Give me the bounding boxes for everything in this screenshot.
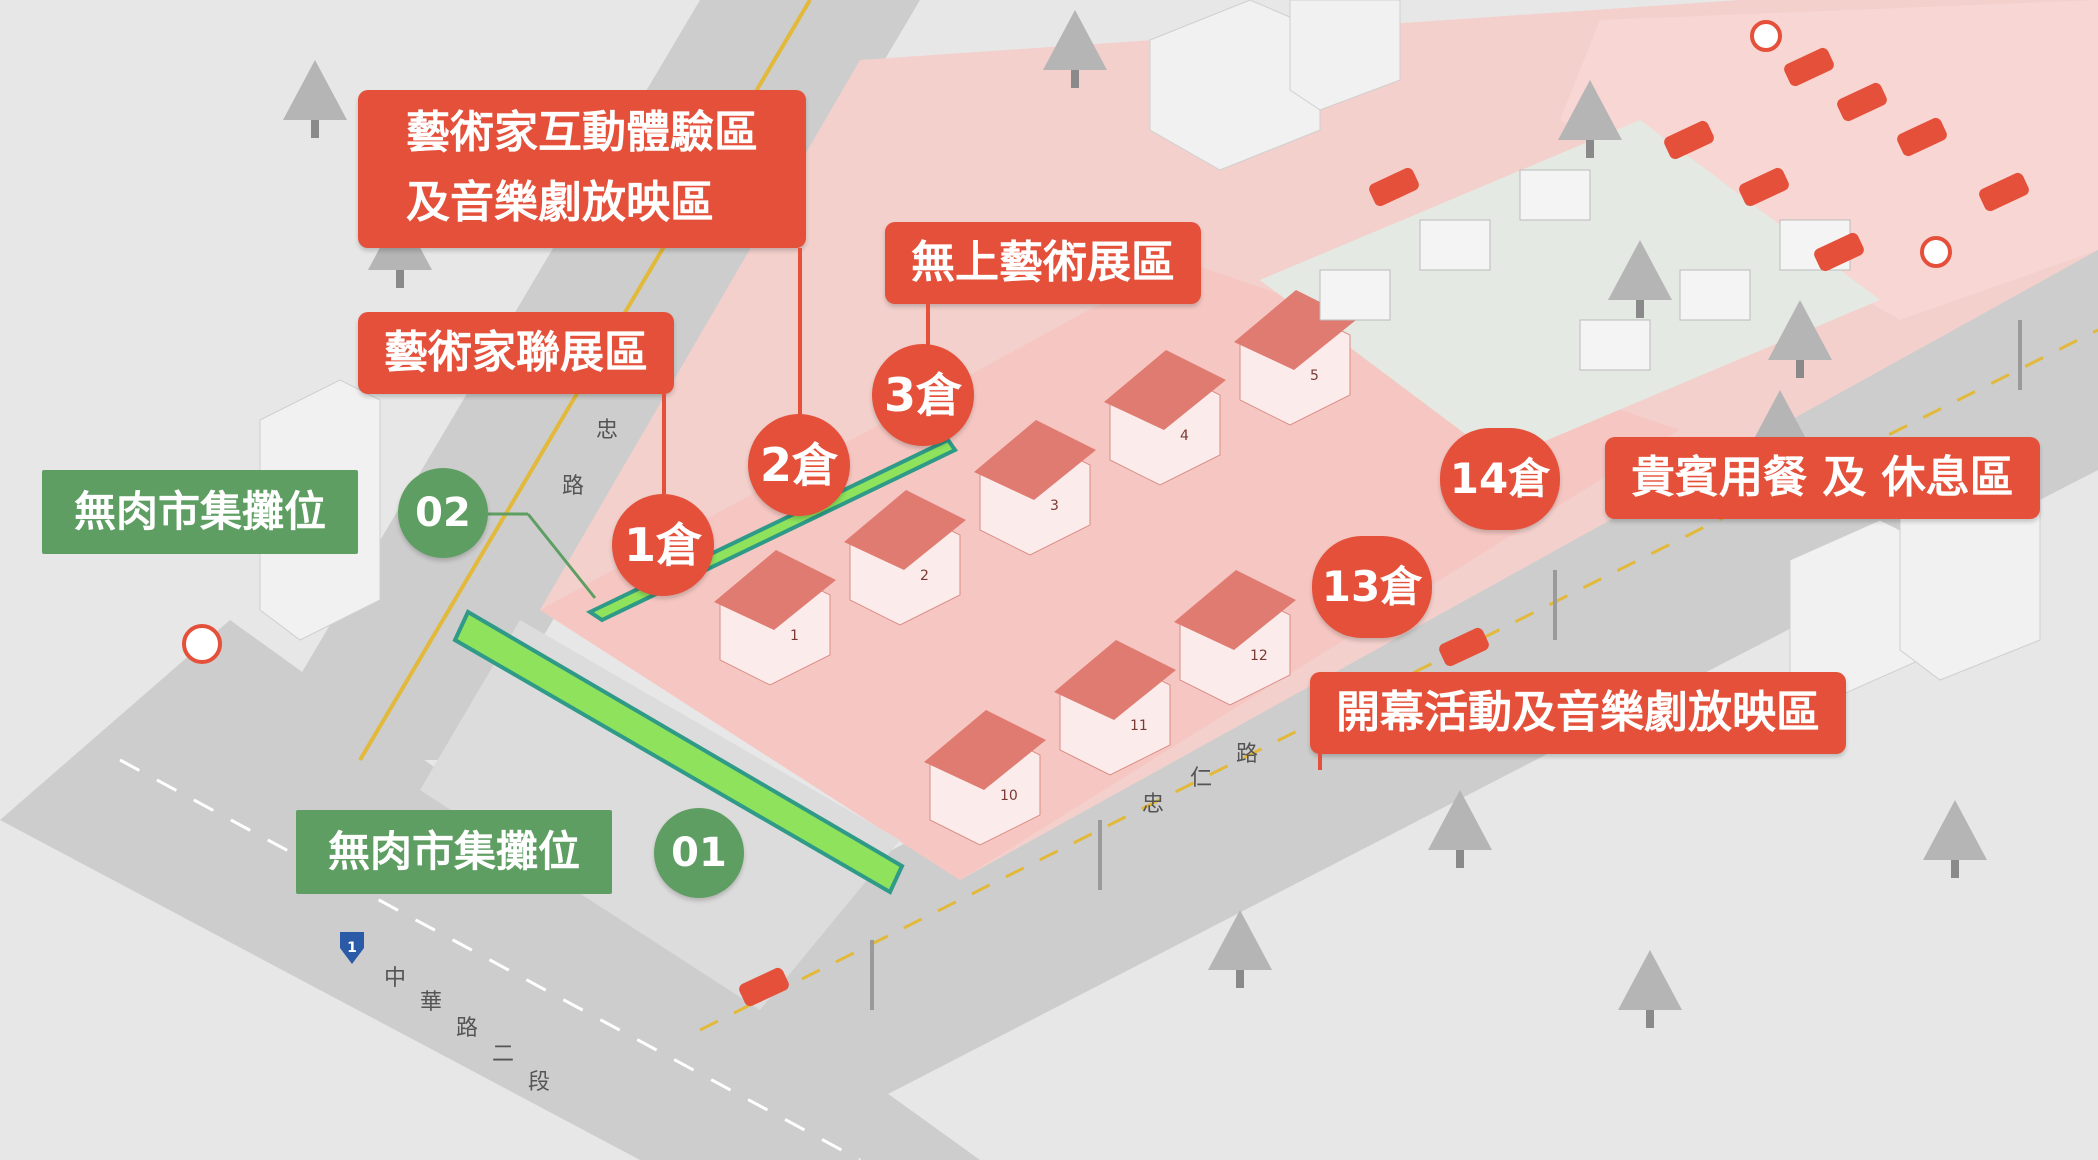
market-strip-01 bbox=[452, 609, 905, 895]
warehouse-zone bbox=[540, 260, 1680, 880]
label-artist-interactive-line2: 及音樂劇放映區 bbox=[406, 177, 714, 228]
marker-market-02[interactable]: 02 bbox=[398, 468, 488, 558]
street-zhongren-char: 忠 bbox=[1142, 792, 1165, 817]
marker-warehouse-2[interactable]: 2倉 bbox=[748, 414, 850, 516]
label-artist-joint: 藝術家聯展區 bbox=[358, 312, 674, 394]
label-artist-interactive: 藝術家互動體驗區 及音樂劇放映區 bbox=[358, 90, 806, 248]
car-icon bbox=[1814, 232, 1864, 272]
venue-zones bbox=[420, 0, 2098, 1010]
label-vip-dining: 貴賓用餐 及 休息區 bbox=[1605, 437, 2040, 519]
car-icon bbox=[1837, 82, 1887, 122]
tree-icon bbox=[1558, 80, 1622, 158]
street-zhong-char: 路 bbox=[562, 474, 585, 499]
marker-market-01[interactable]: 01 bbox=[654, 808, 744, 898]
street-zhonghua-char: 段 bbox=[528, 1070, 551, 1095]
tree-icon bbox=[1923, 800, 1987, 878]
vip-building bbox=[1519, 169, 1591, 221]
street-zhonghua-char: 路 bbox=[456, 1016, 479, 1041]
parked-cars bbox=[739, 47, 2029, 1007]
parking-zone bbox=[1560, 0, 2098, 320]
warehouse-number: 1 bbox=[790, 628, 799, 644]
label-artist-interactive-line1: 藝術家互動體驗區 bbox=[406, 107, 758, 158]
car-icon bbox=[1784, 47, 1834, 87]
car-icon bbox=[1897, 117, 1947, 157]
tree-icon bbox=[1043, 10, 1107, 88]
warehouse-number: 2 bbox=[920, 568, 929, 584]
route-shield-icon bbox=[340, 932, 364, 964]
marker-warehouse-1[interactable]: 1倉 bbox=[612, 494, 714, 596]
warehouse-number: 5 bbox=[1310, 368, 1319, 384]
car-icon bbox=[1439, 627, 1489, 667]
street-zhonghua-char: 中 bbox=[384, 966, 407, 991]
tree-icon bbox=[1768, 300, 1832, 378]
parking-sign-icon bbox=[1750, 20, 1782, 52]
warehouse-number: 11 bbox=[1130, 718, 1148, 734]
vip-zone bbox=[1260, 120, 1880, 460]
warehouse-building: 10 bbox=[924, 710, 1046, 846]
label-market-02: 無肉市集攤位 bbox=[42, 470, 359, 554]
label-market-01: 無肉市集攤位 bbox=[296, 810, 613, 894]
plaza-zone bbox=[420, 620, 900, 1010]
street-zhong-char: 忠 bbox=[596, 418, 619, 443]
vip-building bbox=[1419, 219, 1491, 271]
warehouse-building: 11 bbox=[1054, 640, 1176, 776]
marker-warehouse-14[interactable]: 14倉 bbox=[1440, 428, 1560, 530]
warehouse-building: 12 bbox=[1174, 570, 1296, 706]
marker-warehouse-13[interactable]: 13倉 bbox=[1312, 536, 1432, 638]
leader-line-02b bbox=[526, 513, 597, 599]
car-icon bbox=[1979, 172, 2029, 212]
route-shield-number: 1 bbox=[347, 940, 357, 956]
street-zhonghua-char: 華 bbox=[420, 990, 443, 1015]
tree-icon bbox=[1428, 790, 1492, 868]
street-zhongren-char: 路 bbox=[1236, 742, 1259, 767]
tree-icon bbox=[1208, 910, 1272, 988]
car-icon bbox=[739, 967, 789, 1007]
warehouse-number: 4 bbox=[1180, 428, 1189, 444]
warehouse-building: 4 bbox=[1104, 350, 1226, 486]
warehouse-building: 2 bbox=[844, 490, 966, 626]
bus-stop-icon bbox=[182, 624, 222, 664]
vip-building bbox=[1679, 269, 1751, 321]
label-supreme-art: 無上藝術展區 bbox=[885, 222, 1201, 304]
trees bbox=[283, 10, 1987, 1028]
car-icon bbox=[1369, 167, 1419, 207]
tree-icon bbox=[1618, 950, 1682, 1028]
tree-icon bbox=[283, 60, 347, 138]
warehouse-number: 12 bbox=[1250, 648, 1268, 664]
vip-building bbox=[1319, 269, 1391, 321]
tree-icon bbox=[1608, 240, 1672, 318]
label-opening: 開幕活動及音樂劇放映區 bbox=[1310, 672, 1846, 754]
car-icon bbox=[1739, 167, 1789, 207]
warehouse-number: 3 bbox=[1050, 498, 1059, 514]
street-zhongren-char: 仁 bbox=[1190, 766, 1213, 791]
warehouse-number: 10 bbox=[1000, 788, 1018, 804]
parking-sign-icon bbox=[1920, 236, 1952, 268]
marker-warehouse-3[interactable]: 3倉 bbox=[872, 344, 974, 446]
vip-building bbox=[1579, 319, 1651, 371]
warehouse-building: 3 bbox=[974, 420, 1096, 556]
warehouse-building: 1 bbox=[714, 550, 836, 686]
street-zhonghua-char: 二 bbox=[492, 1042, 515, 1067]
parking-signs bbox=[182, 20, 1952, 664]
car-icon bbox=[1664, 120, 1714, 160]
